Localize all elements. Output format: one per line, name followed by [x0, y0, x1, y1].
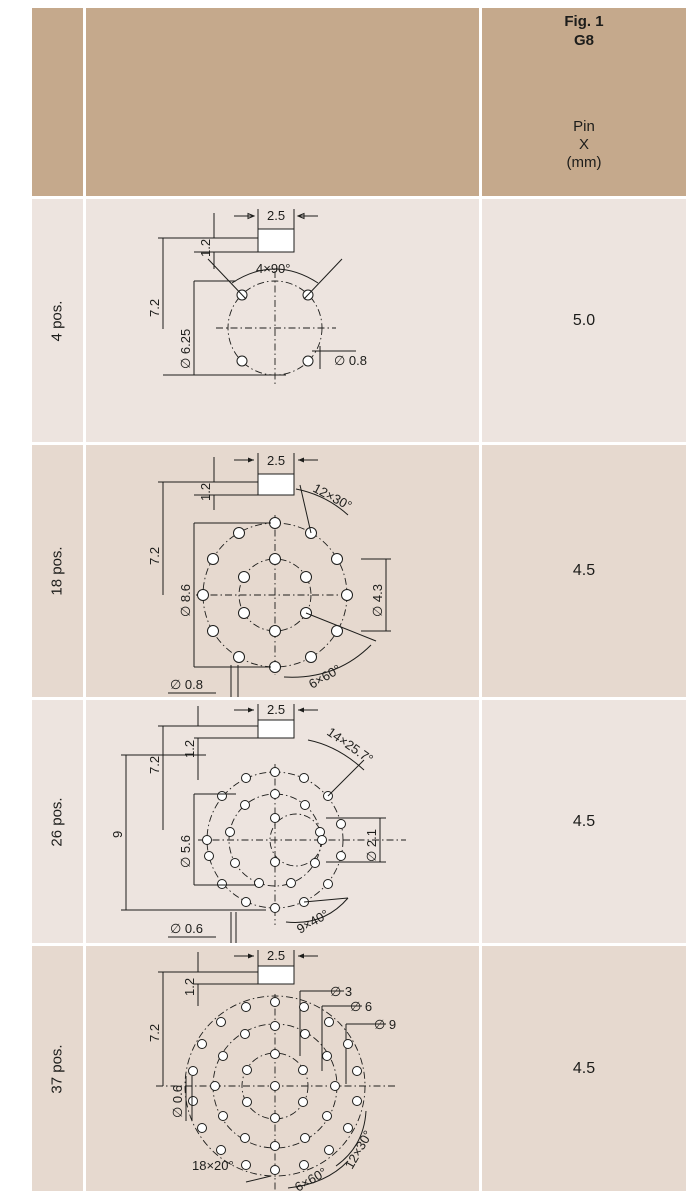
dim-pin: ∅ 0.6	[170, 1085, 185, 1118]
pin-value-cell: 4.5	[481, 700, 687, 943]
drawing-cell: 2.5 1.2 7.2	[85, 445, 479, 697]
pin-x-value: 5.0	[572, 311, 596, 329]
dim-height: 1.2	[198, 483, 213, 501]
pin-layout-drawing-26pos: 2.5 1.2 7.2 9	[110, 702, 406, 943]
dim-angle-1: 12×30°	[341, 1128, 375, 1172]
dim-pin: ∅ 0.8	[170, 677, 203, 692]
pin-layout-drawing-18pos: 2.5 1.2 7.2	[147, 453, 391, 697]
table-row: 26 pos. 2.5 1.2 7.2	[32, 700, 687, 943]
row-label-cell: 26 pos.	[32, 700, 83, 943]
unit-label: (mm)	[566, 154, 602, 171]
drawing-cell: 2.5 1.2 7.2 4×90°	[85, 199, 479, 442]
pin-label: Pin	[573, 118, 595, 135]
dim-circle-1: ∅ 3	[330, 984, 352, 999]
figure-header: Fig. 1 G8	[482, 12, 686, 50]
dim-pin: ∅ 0.6	[170, 921, 203, 936]
dim-height: 1.2	[182, 978, 197, 996]
dim-width: 2.5	[267, 208, 285, 223]
row-label: 37 pos.	[48, 1043, 66, 1094]
dim-offset: 7.2	[147, 1024, 162, 1042]
dim-angle-inner: 6×60°	[306, 661, 343, 691]
dim-circle-3: ∅ 9	[374, 1017, 396, 1032]
pin-column-header: Pin X (mm)	[482, 118, 686, 172]
dim-pin: ∅ 0.8	[334, 353, 367, 368]
header-cell-label	[32, 8, 83, 196]
pin-x-value: 4.5	[572, 1059, 596, 1077]
header-cell-drawing	[85, 8, 479, 196]
outer-holes	[187, 997, 362, 1175]
drawing-cell: 2.5 1.2 7.2 9	[85, 700, 479, 943]
dim-offset: 7.2	[147, 299, 162, 317]
series-label: G8	[573, 32, 594, 49]
dim-angle-2: 18×20°	[192, 1158, 234, 1173]
middle-holes	[209, 1021, 340, 1151]
figure-label: Fig. 1	[564, 13, 604, 30]
dim-width: 2.5	[267, 453, 285, 468]
row-label: 26 pos.	[48, 796, 66, 847]
pin-layout-drawing-4pos: 2.5 1.2 7.2 4×90°	[147, 208, 367, 384]
dim-angle-inner: 9×40°	[294, 906, 331, 936]
row-label-cell: 37 pos.	[32, 946, 83, 1191]
pin-layout-drawing-37pos: 2.5 1.2 7.2 ∅ 3 ∅ 6	[147, 948, 398, 1191]
outer-holes	[201, 767, 346, 913]
dim-angle-outer: 14×25.7°	[324, 724, 376, 766]
pin-x-value: 4.5	[572, 562, 596, 579]
dim-height: 1.2	[198, 239, 213, 257]
drawing-cell: 2.5 1.2 7.2 ∅ 3 ∅ 6	[85, 946, 479, 1191]
dim-width: 2.5	[267, 948, 285, 963]
table-row: 18 pos. 2.5 1.2 7.2	[32, 445, 687, 697]
dim-circle-inner: ∅ 4.3	[370, 584, 385, 617]
table-header-row: Fig. 1 G8 Pin X (mm)	[32, 8, 687, 196]
x-label: X	[578, 136, 589, 153]
dim-angle: 4×90°	[256, 261, 290, 276]
dim-height: 1.2	[182, 740, 197, 758]
row-label: 18 pos.	[48, 546, 66, 596]
pin-value-cell: 5.0	[481, 199, 687, 442]
pin-value-cell: 4.5	[481, 445, 687, 697]
row-label-cell: 4 pos.	[32, 199, 83, 442]
dim-width: 2.5	[267, 702, 285, 717]
header-cell-pin: Fig. 1 G8 Pin X (mm)	[481, 8, 687, 196]
row-label-cell: 18 pos.	[32, 445, 83, 697]
pin-value-cell: 4.5	[481, 946, 687, 1191]
table-row: 37 pos. 2.5 1.2 7.2	[32, 946, 687, 1191]
pin-x-value: 4.5	[572, 812, 596, 830]
dim-offset: 7.2	[147, 547, 162, 565]
dim-circle-2: ∅ 6	[350, 999, 372, 1014]
dim-circle-outer: ∅ 5.6	[178, 835, 193, 868]
dim-circle-inner: ∅ 2.1	[364, 829, 379, 862]
dim-offset-2: 9	[110, 831, 125, 838]
table-row: 4 pos. 2.5 1.2	[32, 199, 687, 442]
row-label: 4 pos.	[48, 300, 66, 341]
dim-circle: ∅ 6.25	[178, 329, 193, 369]
dim-circle-outer: ∅ 8.6	[178, 584, 193, 617]
dim-angle-outer: 12×30°	[310, 480, 354, 513]
dim-offset: 7.2	[147, 756, 162, 774]
